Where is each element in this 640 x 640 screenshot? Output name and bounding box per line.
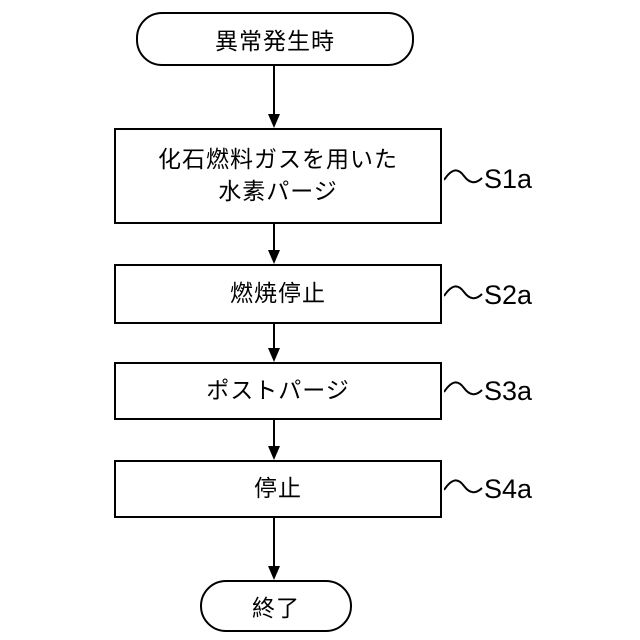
step-label-s4a: S4a [444, 470, 564, 510]
flow-arrow [268, 420, 280, 460]
end-label: 終了 [252, 589, 300, 623]
step-id: S3a [484, 376, 532, 407]
leader-line [444, 276, 484, 316]
step-id: S1a [484, 164, 532, 195]
process-box-s1a: 化石燃料ガスを用いた 水素パージ [114, 128, 442, 224]
process-text-line: 水素パージ [218, 176, 338, 208]
flow-arrow [268, 324, 280, 362]
start-label: 異常発生時 [215, 22, 335, 56]
process-text-line: 停止 [254, 473, 302, 505]
end-terminal: 終了 [200, 580, 352, 632]
start-terminal: 異常発生時 [136, 12, 414, 66]
process-box-s2a: 燃焼停止 [114, 264, 442, 324]
leader-line [444, 372, 484, 412]
flow-arrow [268, 66, 280, 128]
flow-arrow [268, 518, 280, 580]
step-id: S2a [484, 280, 532, 311]
process-box-s4a: 停止 [114, 460, 442, 518]
step-label-s1a: S1a [444, 160, 564, 200]
step-label-s3a: S3a [444, 372, 564, 412]
leader-line [444, 470, 484, 510]
step-label-s2a: S2a [444, 276, 564, 316]
process-box-s3a: ポストパージ [114, 362, 442, 420]
process-text-line: ポストパージ [206, 375, 350, 407]
flow-arrow [268, 224, 280, 264]
step-id: S4a [484, 474, 532, 505]
leader-line [444, 160, 484, 200]
process-text-line: 化石燃料ガスを用いた [158, 144, 398, 176]
process-text-line: 燃焼停止 [230, 278, 326, 310]
